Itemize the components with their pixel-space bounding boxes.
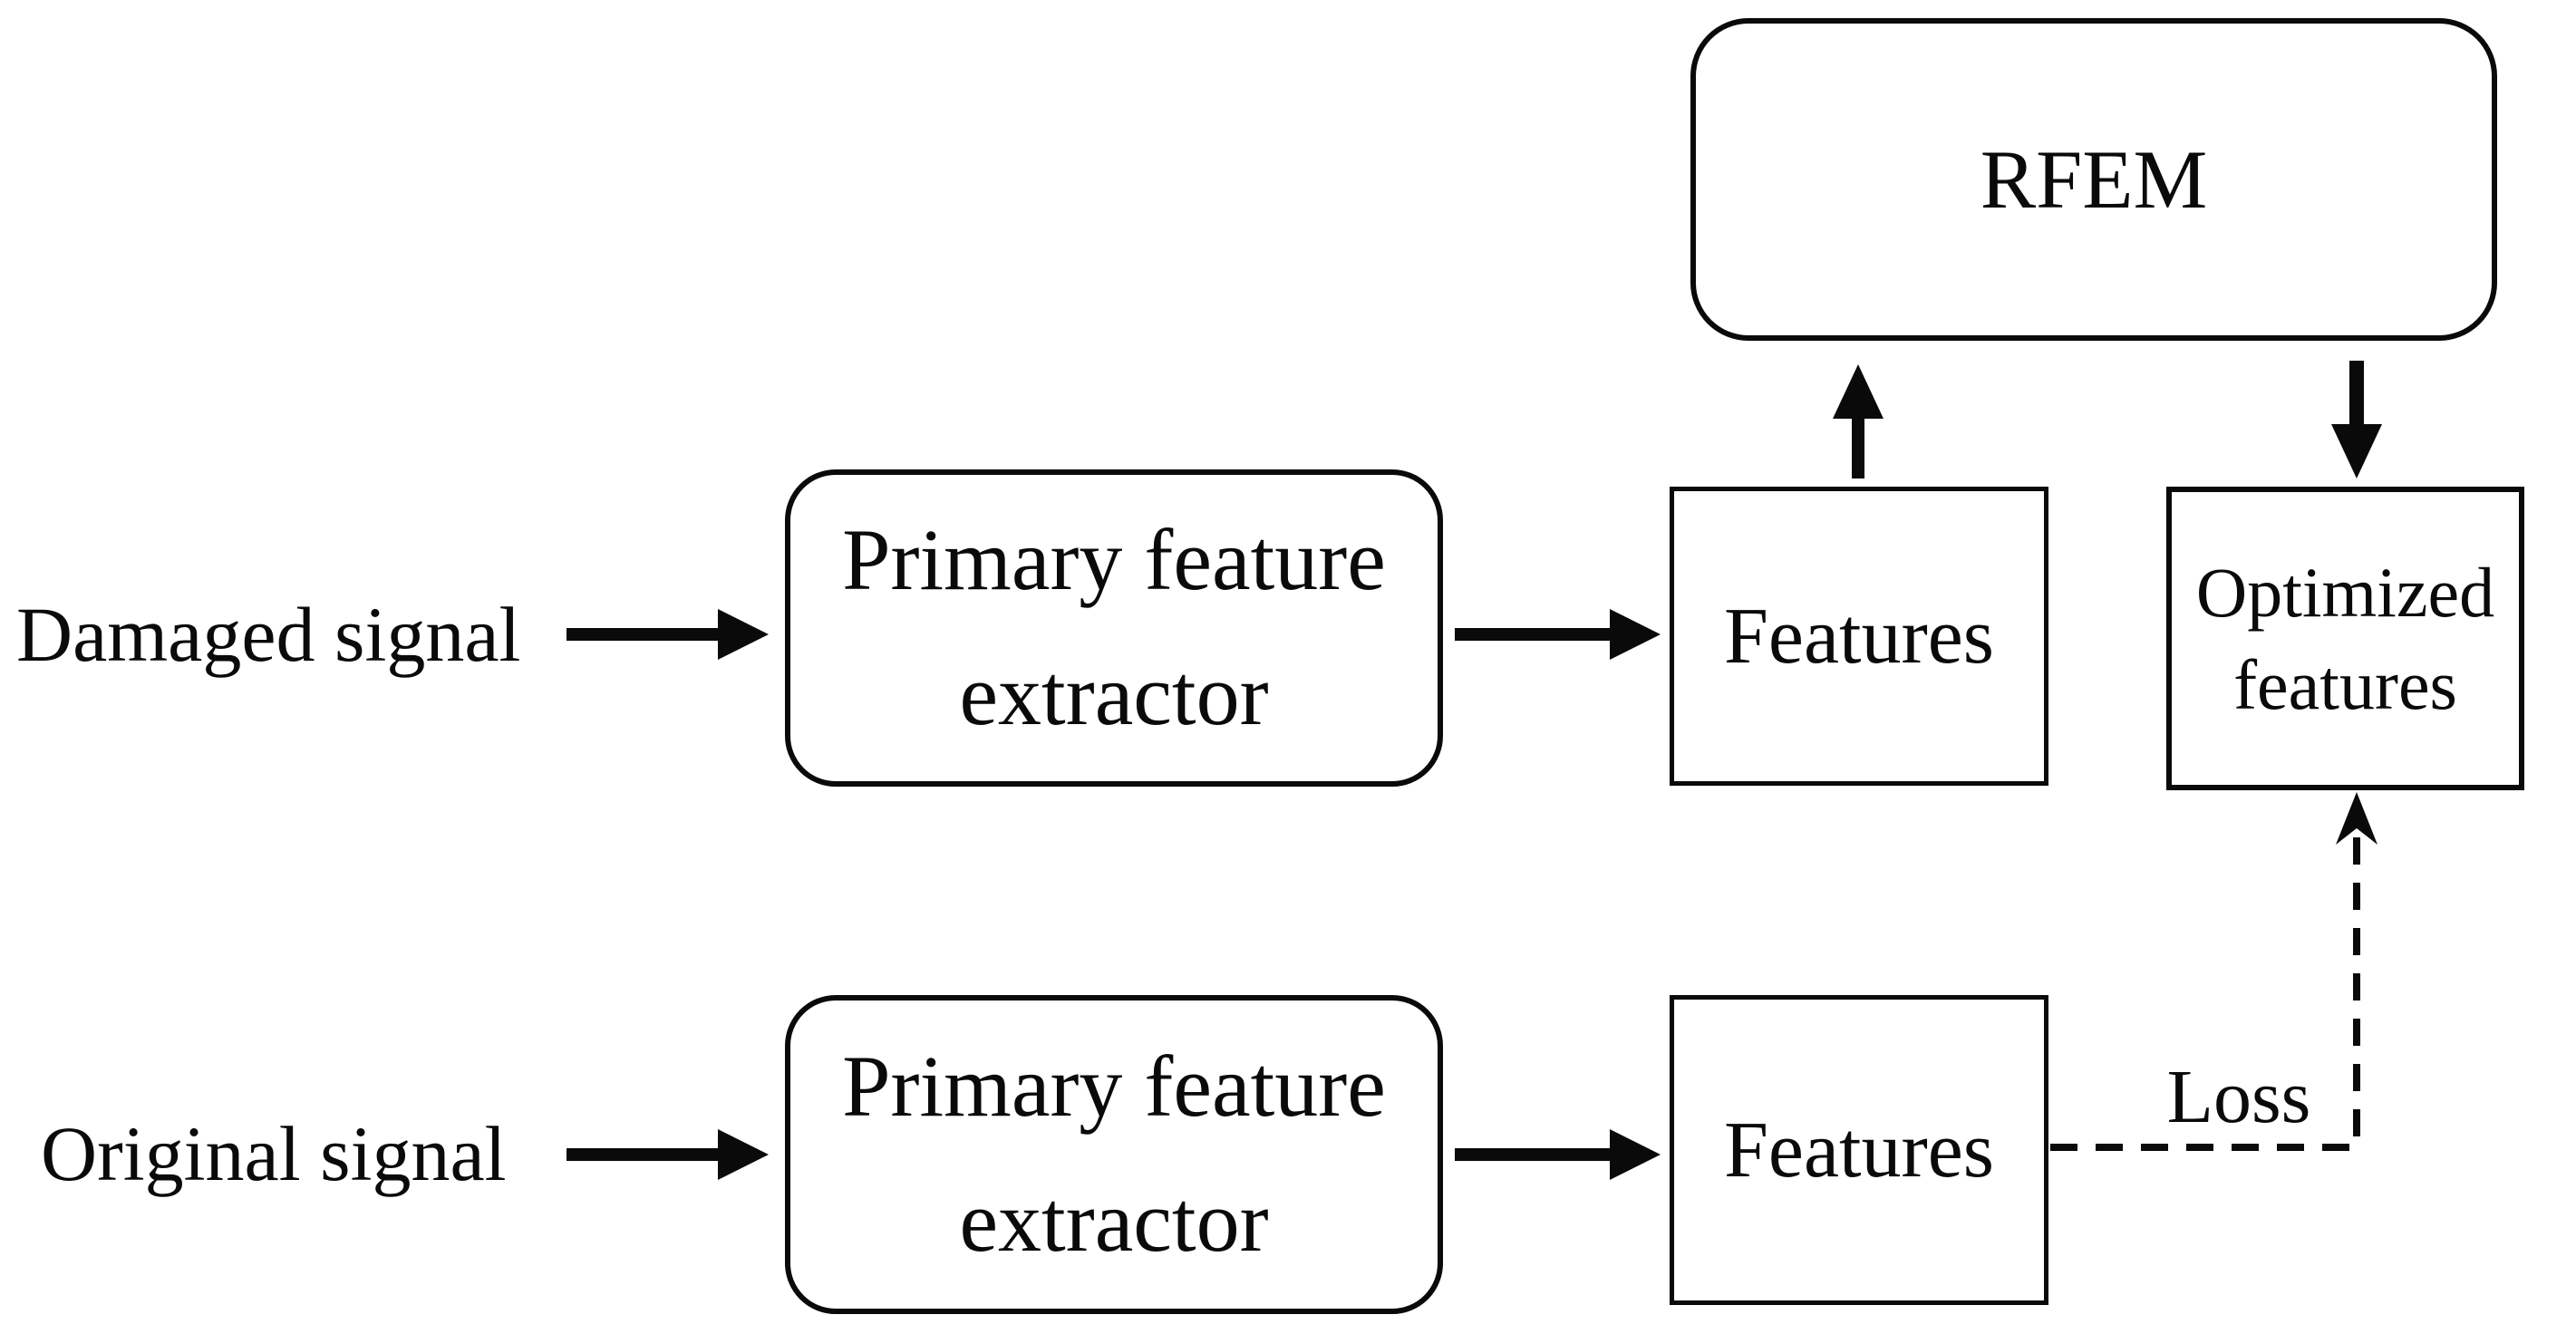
node-rfem: RFEM [1690,18,2497,341]
node-rfem-label: RFEM [1980,133,2208,226]
node-primary-feature-extractor-top: Primary feature extractor [785,469,1443,787]
node-optimized-features-label: Optimized features [2195,553,2495,724]
input-label-original-signal: Original signal [41,1110,507,1197]
node-features-bottom-label: Features [1723,1106,1995,1194]
input-label-damaged-signal: Damaged signal [16,591,521,678]
arrow-extractor-top-to-features-top [1455,609,1661,660]
arrow-rfem-to-optimized-features [2331,361,2382,478]
node-primary-feature-extractor-top-label: Primary feature extractor [842,511,1386,743]
node-features-top-label: Features [1723,592,1995,681]
arrow-features-top-to-rfem [1833,364,1884,478]
node-optimized-features: Optimized features [2166,487,2524,790]
node-primary-feature-extractor-bottom-label: Primary feature extractor [842,1038,1386,1270]
node-features-top: Features [1670,487,2048,786]
edge-label-loss: Loss [2166,1055,2311,1139]
arrow-original-to-extractor-bottom [567,1129,769,1180]
arrow-damaged-to-extractor-top [567,609,769,660]
loss-arrowhead-icon [2336,792,2377,845]
node-primary-feature-extractor-bottom: Primary feature extractor [785,995,1443,1314]
node-features-bottom: Features [1670,995,2048,1305]
arrow-extractor-bottom-to-features-bottom [1455,1129,1661,1180]
